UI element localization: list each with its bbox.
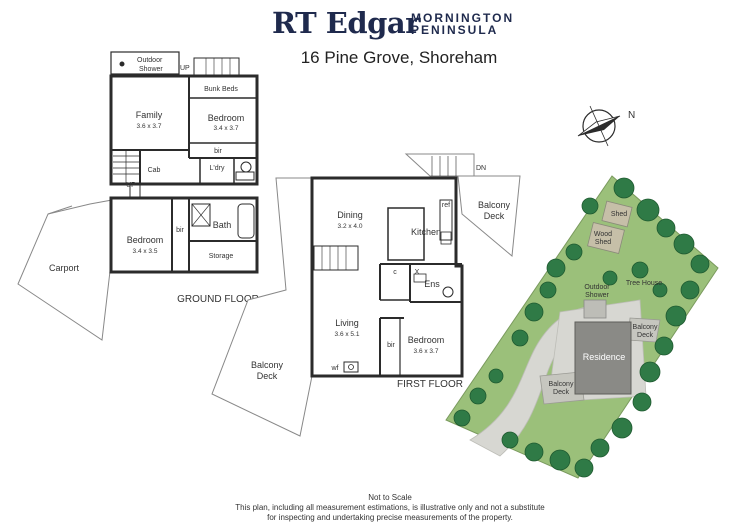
gf-family-name: Family bbox=[136, 110, 163, 120]
outdoor-shower-area bbox=[110, 51, 180, 75]
ff-dining-name: Dining bbox=[337, 210, 363, 220]
ground-lower-block bbox=[109, 196, 259, 274]
brand-region-line2: PENINSULA bbox=[411, 23, 499, 37]
ff-balcony-deck-right bbox=[457, 175, 521, 257]
gf-storage: Storage bbox=[209, 253, 234, 260]
site-deck-2-line1: Balcony bbox=[549, 381, 574, 388]
ff-bedroom-size: 3.6 x 3.7 bbox=[414, 348, 439, 355]
site-deck-1-line1: Balcony bbox=[633, 324, 658, 331]
site-residence bbox=[574, 321, 632, 395]
gf-up-bottom: UP bbox=[126, 182, 136, 189]
gf-bedroom1-name: Bedroom bbox=[208, 113, 245, 123]
ff-main-building bbox=[310, 176, 464, 378]
site-deck-1-line2: Deck bbox=[637, 332, 653, 339]
site-deck-2 bbox=[539, 371, 585, 405]
compass-icon: N bbox=[577, 105, 635, 147]
site-shed-label: Shed bbox=[611, 211, 627, 218]
ff-dining-size: 3.2 x 4.0 bbox=[338, 223, 363, 230]
site-wood-shed bbox=[587, 222, 625, 254]
gf-bedroom1-size: 3.4 x 3.7 bbox=[214, 125, 239, 132]
gf-family-size: 3.6 x 3.7 bbox=[137, 123, 162, 130]
gf-bir1: bir bbox=[214, 148, 222, 155]
ground-floor-title: GROUND FLOOR bbox=[177, 294, 259, 305]
ff-kitchen: Kitchen bbox=[411, 227, 441, 237]
ff-bedroom-name: Bedroom bbox=[408, 335, 445, 345]
ff-balcony-1-line2: Deck bbox=[484, 211, 505, 221]
site-shed bbox=[601, 200, 633, 228]
brand-region-line1: MORNINGTON bbox=[411, 11, 515, 25]
gf-laundry: L'dry bbox=[210, 165, 225, 172]
ff-ref: ref bbox=[442, 202, 450, 209]
property-address: 16 Pine Grove, Shoreham bbox=[300, 48, 498, 67]
first-floor-title: FIRST FLOOR bbox=[397, 379, 463, 390]
ff-dn: DN bbox=[476, 165, 486, 172]
gf-outdoor-shower-2: Shower bbox=[139, 66, 163, 73]
site-wood-shed-1: Wood bbox=[594, 231, 612, 238]
ground-upper-block bbox=[109, 74, 259, 186]
brand-region: MORNINGTON PENINSULA bbox=[411, 12, 531, 36]
ff-balcony-2-line1: Balcony bbox=[251, 360, 284, 370]
site-plan: Shed Wood Shed Tree House Outdoor Shower… bbox=[445, 175, 719, 479]
ff-balcony-1-line1: Balcony bbox=[478, 200, 511, 210]
site-labels: Shed Wood Shed Tree House Outdoor Shower… bbox=[549, 211, 663, 396]
brand-logo-wordmark: RT Edgar bbox=[272, 6, 421, 40]
gf-bath: Bath bbox=[213, 220, 232, 230]
gf-carport: Carport bbox=[49, 263, 80, 273]
site-residence-label: Residence bbox=[583, 352, 626, 362]
ff-bir: bir bbox=[387, 342, 395, 349]
gf-up-top: UP bbox=[180, 65, 190, 72]
gf-outdoor-shower-1: Outdoor bbox=[137, 57, 163, 64]
gf-bunk-beds: Bunk Beds bbox=[204, 86, 238, 93]
compass-north-letter: N bbox=[628, 110, 635, 121]
footer-not-to-scale: Not to Scale bbox=[368, 493, 412, 502]
site-tree-house: Tree House bbox=[626, 280, 662, 287]
footer-disclaimer-2: for inspecting and undertaking precise m… bbox=[267, 513, 513, 522]
first-floor-labels: DN Balcony Deck ref Dining 3.2 x 4.0 Kit… bbox=[251, 165, 511, 390]
ff-balcony-2-line2: Deck bbox=[257, 371, 278, 381]
gf-bir2: bir bbox=[176, 227, 184, 234]
ff-balcony-deck-left bbox=[211, 177, 313, 437]
site-outdoor-shower-2: Shower bbox=[585, 292, 609, 299]
site-wood-shed-2: Shed bbox=[595, 239, 611, 246]
gf-bedroom2-size: 3.4 x 3.5 bbox=[133, 248, 158, 255]
ff-wf: wf bbox=[331, 365, 339, 372]
gf-cab: Cab bbox=[148, 167, 161, 174]
ground-floor-labels: Outdoor Shower UP Family 3.6 x 3.7 Bunk … bbox=[49, 57, 259, 305]
ground-floor-plan bbox=[17, 51, 259, 341]
site-deck-2-line2: Deck bbox=[553, 389, 569, 396]
gf-bedroom2-name: Bedroom bbox=[127, 235, 164, 245]
ff-living-name: Living bbox=[335, 318, 359, 328]
first-floor-plan bbox=[211, 153, 521, 437]
site-trees bbox=[453, 177, 710, 478]
site-outdoor-shower-1: Outdoor bbox=[584, 284, 610, 291]
footer-disclaimer-1: This plan, including all measurement est… bbox=[235, 503, 545, 512]
ff-c: c bbox=[393, 269, 397, 276]
ff-ensuite: Ens bbox=[424, 279, 440, 289]
ff-living-size: 3.6 x 5.1 bbox=[335, 331, 360, 338]
ff-x: X bbox=[415, 269, 420, 276]
